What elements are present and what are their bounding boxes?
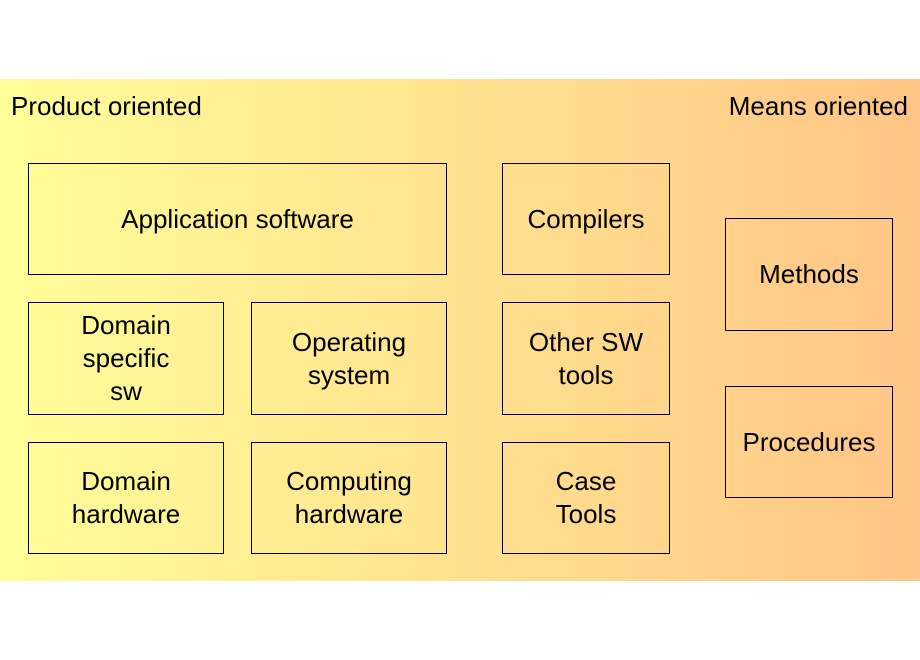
box-domain-hardware: Domain hardware bbox=[28, 442, 224, 554]
box-computing-hardware: Computing hardware bbox=[251, 442, 447, 554]
box-other-sw-tools: Other SW tools bbox=[502, 302, 670, 415]
heading-product-oriented: Product oriented bbox=[11, 91, 202, 121]
box-application-software: Application software bbox=[28, 163, 447, 275]
box-domain-specific-sw: Domain specific sw bbox=[28, 302, 224, 415]
box-procedures: Procedures bbox=[725, 386, 893, 498]
box-case-tools: Case Tools bbox=[502, 442, 670, 554]
box-compilers: Compilers bbox=[502, 163, 670, 275]
heading-means-oriented: Means oriented bbox=[728, 91, 908, 121]
box-operating-system: Operating system bbox=[251, 302, 447, 415]
box-methods: Methods bbox=[725, 218, 893, 331]
